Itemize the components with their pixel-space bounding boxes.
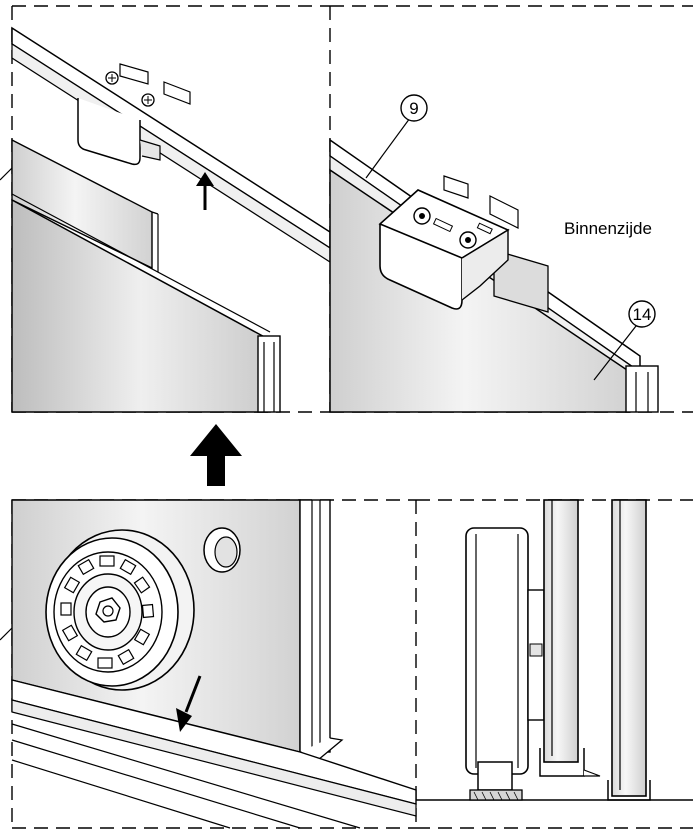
part-number-9: 9 — [409, 99, 418, 118]
screw-icon — [105, 71, 119, 85]
callout-part-14: 14 — [593, 300, 656, 381]
up-arrow-icon — [190, 424, 242, 486]
top-left-detail — [0, 26, 331, 413]
small-up-arrow-icon — [196, 172, 214, 210]
callout-part-9: 9 — [365, 94, 428, 179]
part-number-14: 14 — [633, 305, 652, 324]
bottom-left-detail — [0, 499, 417, 829]
bottom-right-detail — [416, 499, 693, 801]
top-right-detail: 9 14 Binnenzijde — [329, 94, 659, 413]
side-label: Binnenzijde — [564, 219, 652, 238]
down-left-arrow-icon — [176, 675, 202, 732]
screw-icon — [141, 93, 155, 107]
roller-wheel — [45, 529, 195, 691]
